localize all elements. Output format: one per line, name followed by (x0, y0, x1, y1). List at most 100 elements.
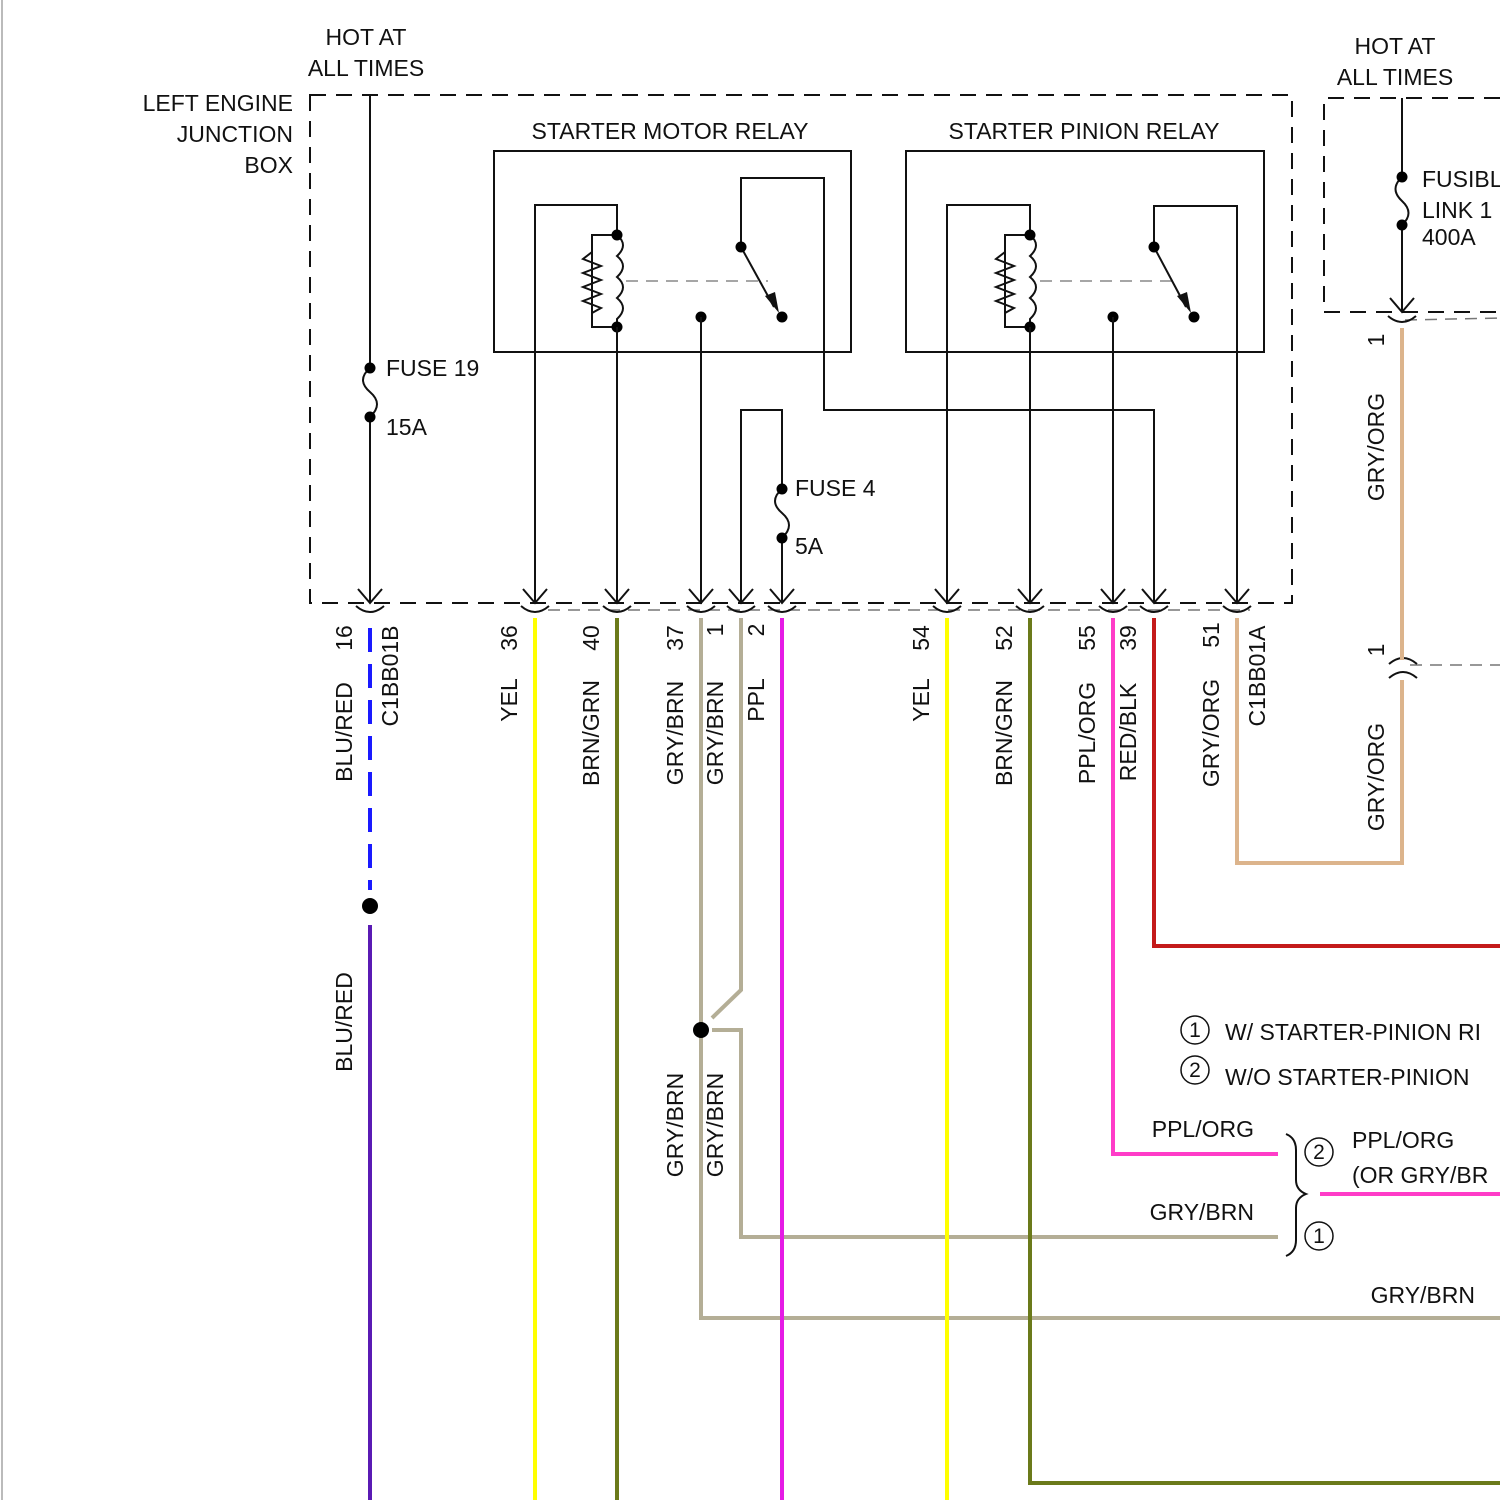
label-splice-lower-b: GRY/BRN (702, 1073, 728, 1177)
junction-box-outline (310, 95, 1292, 603)
junction-box-line3: BOX (244, 152, 293, 178)
pin-1: 1 (702, 624, 728, 637)
fuse4-name: FUSE 4 (795, 475, 876, 501)
pin-2: 2 (743, 624, 769, 637)
fusible-link-line3: 400A (1422, 224, 1476, 250)
label-opt-gry-brn: GRY/BRN (1150, 1199, 1254, 1225)
fusible-link-terminal-bottom (1397, 220, 1408, 231)
label-opt-ppl-org: PPL/ORG (1152, 1116, 1254, 1142)
starter-motor-relay-box (494, 151, 851, 352)
motor-relay-coil-icon (617, 235, 623, 327)
motor-relay-coil-feed (535, 205, 617, 603)
fusible-link: FUSIBLE LINK 1 400A (1396, 98, 1500, 312)
pin-37: 37 (662, 625, 688, 651)
pinion-relay-coil-icon (1030, 235, 1036, 327)
starter-pinion-relay-box (906, 151, 1264, 352)
fuse19-rating: 15A (386, 414, 428, 440)
starter-motor-relay: STARTER MOTOR RELAY (494, 118, 1154, 603)
option-legend: 1 W/ STARTER-PINION RI 2 W/O STARTER-PIN… (1181, 1016, 1481, 1090)
legend-option-2: W/O STARTER-PINION (1225, 1064, 1470, 1090)
connector-c1bb01a: C1BB01A (1244, 625, 1270, 727)
connector-c1bb01b: C1BB01B (377, 625, 403, 726)
label-w55: PPL/ORG (1074, 682, 1100, 784)
hot-label-line1-right: HOT AT (1355, 33, 1436, 59)
pinion-relay-coil-feed (947, 205, 1030, 603)
fuse-4: FUSE 4 5A (741, 410, 876, 603)
label-opt-out1: PPL/ORG (1352, 1127, 1454, 1153)
label-batt-upper: GRY/ORG (1363, 393, 1389, 501)
label-w2: PPL (743, 678, 769, 722)
fuse19-terminal-bottom (365, 412, 376, 423)
hot-at-all-times-right: HOT AT ALL TIMES (1337, 33, 1453, 90)
label-batt-lower: GRY/ORG (1363, 723, 1389, 831)
label-splice-lower-a: GRY/BRN (662, 1073, 688, 1177)
pin-battery-2: 1 (1363, 644, 1389, 657)
hot-label-line2-right: ALL TIMES (1337, 64, 1453, 90)
label-w52: BRN/GRN (991, 680, 1017, 786)
hot-at-all-times-left: HOT AT ALL TIMES (308, 24, 424, 81)
pin-36: 36 (496, 625, 522, 651)
fusible-link-line2: LINK 1 (1422, 197, 1492, 223)
fuse-19: FUSE 19 15A (363, 95, 479, 603)
fusible-link-terminal-top (1397, 172, 1408, 183)
label-w16: BLU/RED (331, 682, 357, 782)
pinion-relay-switch-contact (1189, 312, 1200, 323)
connector-terminals (356, 298, 1417, 678)
motor-relay-switch-contact (777, 312, 788, 323)
starter-pinion-relay: STARTER PINION RELAY (906, 118, 1264, 603)
fuse19-icon (363, 368, 377, 417)
fuse4-icon (775, 489, 789, 538)
pin-54: 54 (908, 625, 934, 651)
pin-battery-1: 1 (1363, 334, 1389, 347)
pinion-relay-switch-feed (1154, 206, 1237, 603)
fuse19-terminal-top (365, 363, 376, 374)
label-w1: GRY/BRN (702, 681, 728, 785)
label-w39: RED/BLK (1115, 682, 1141, 781)
fuse4-terminal-top (777, 484, 788, 495)
splice-blu-red (362, 898, 378, 914)
fuse4-terminal-bottom (777, 533, 788, 544)
label-w16-lower: BLU/RED (331, 972, 357, 1072)
label-w37: GRY/BRN (662, 681, 688, 785)
motor-relay-coil-terminal-top (612, 230, 623, 241)
harness-wires (362, 328, 1500, 1500)
legend-option-1: W/ STARTER-PINION RI (1225, 1019, 1481, 1045)
label-opt-out2: (OR GRY/BR (1352, 1162, 1488, 1188)
terminal-battery-inline (1389, 658, 1417, 678)
wire-52-brn-grn (1030, 618, 1500, 1483)
label-w51: GRY/ORG (1198, 679, 1224, 787)
option-num-1: 1 (1313, 1225, 1325, 1248)
motor-relay-switch-pivot (736, 242, 747, 253)
starter-pinion-relay-label: STARTER PINION RELAY (949, 118, 1220, 144)
option-bracket (1286, 1134, 1306, 1256)
fusible-link-line1: FUSIBLE (1422, 166, 1500, 192)
junction-box-label: LEFT ENGINE JUNCTION BOX (143, 90, 293, 178)
pinion-relay-switch-pivot (1149, 242, 1160, 253)
hot-label-line1: HOT AT (326, 24, 407, 50)
pin-39: 39 (1115, 625, 1141, 651)
label-w36: YEL (496, 678, 522, 722)
pinion-relay-coil-terminal-top (1025, 230, 1036, 241)
starter-motor-relay-label: STARTER MOTOR RELAY (532, 118, 809, 144)
legend-num-2: 2 (1189, 1059, 1201, 1082)
legend-num-1: 1 (1189, 1019, 1201, 1042)
option-num-2: 2 (1313, 1141, 1325, 1164)
label-w40: BRN/GRN (578, 680, 604, 786)
junction-box-line1: LEFT ENGINE (143, 90, 293, 116)
fusible-link-icon (1396, 177, 1409, 225)
battery-connector-outline (1405, 318, 1500, 320)
wire-1-gry-brn (712, 618, 741, 1018)
wire-labels: BLU/RED BLU/RED YEL BRN/GRN GRY/BRN GRY/… (331, 393, 1389, 1177)
option-labels: PPL/ORG GRY/BRN 2 1 PPL/ORG (OR GRY/BR G… (1150, 1116, 1489, 1308)
pin-55: 55 (1074, 625, 1100, 651)
junction-box-line2: JUNCTION (177, 121, 293, 147)
hot-label-line2: ALL TIMES (308, 55, 424, 81)
fuse19-name: FUSE 19 (386, 355, 479, 381)
pin-51: 51 (1198, 622, 1224, 648)
fuse4-rating: 5A (795, 533, 824, 559)
pin-16: 16 (331, 625, 357, 651)
pin-52: 52 (991, 625, 1017, 651)
label-w54: YEL (908, 678, 934, 722)
label-bottom-gry-brn: GRY/BRN (1371, 1282, 1475, 1308)
